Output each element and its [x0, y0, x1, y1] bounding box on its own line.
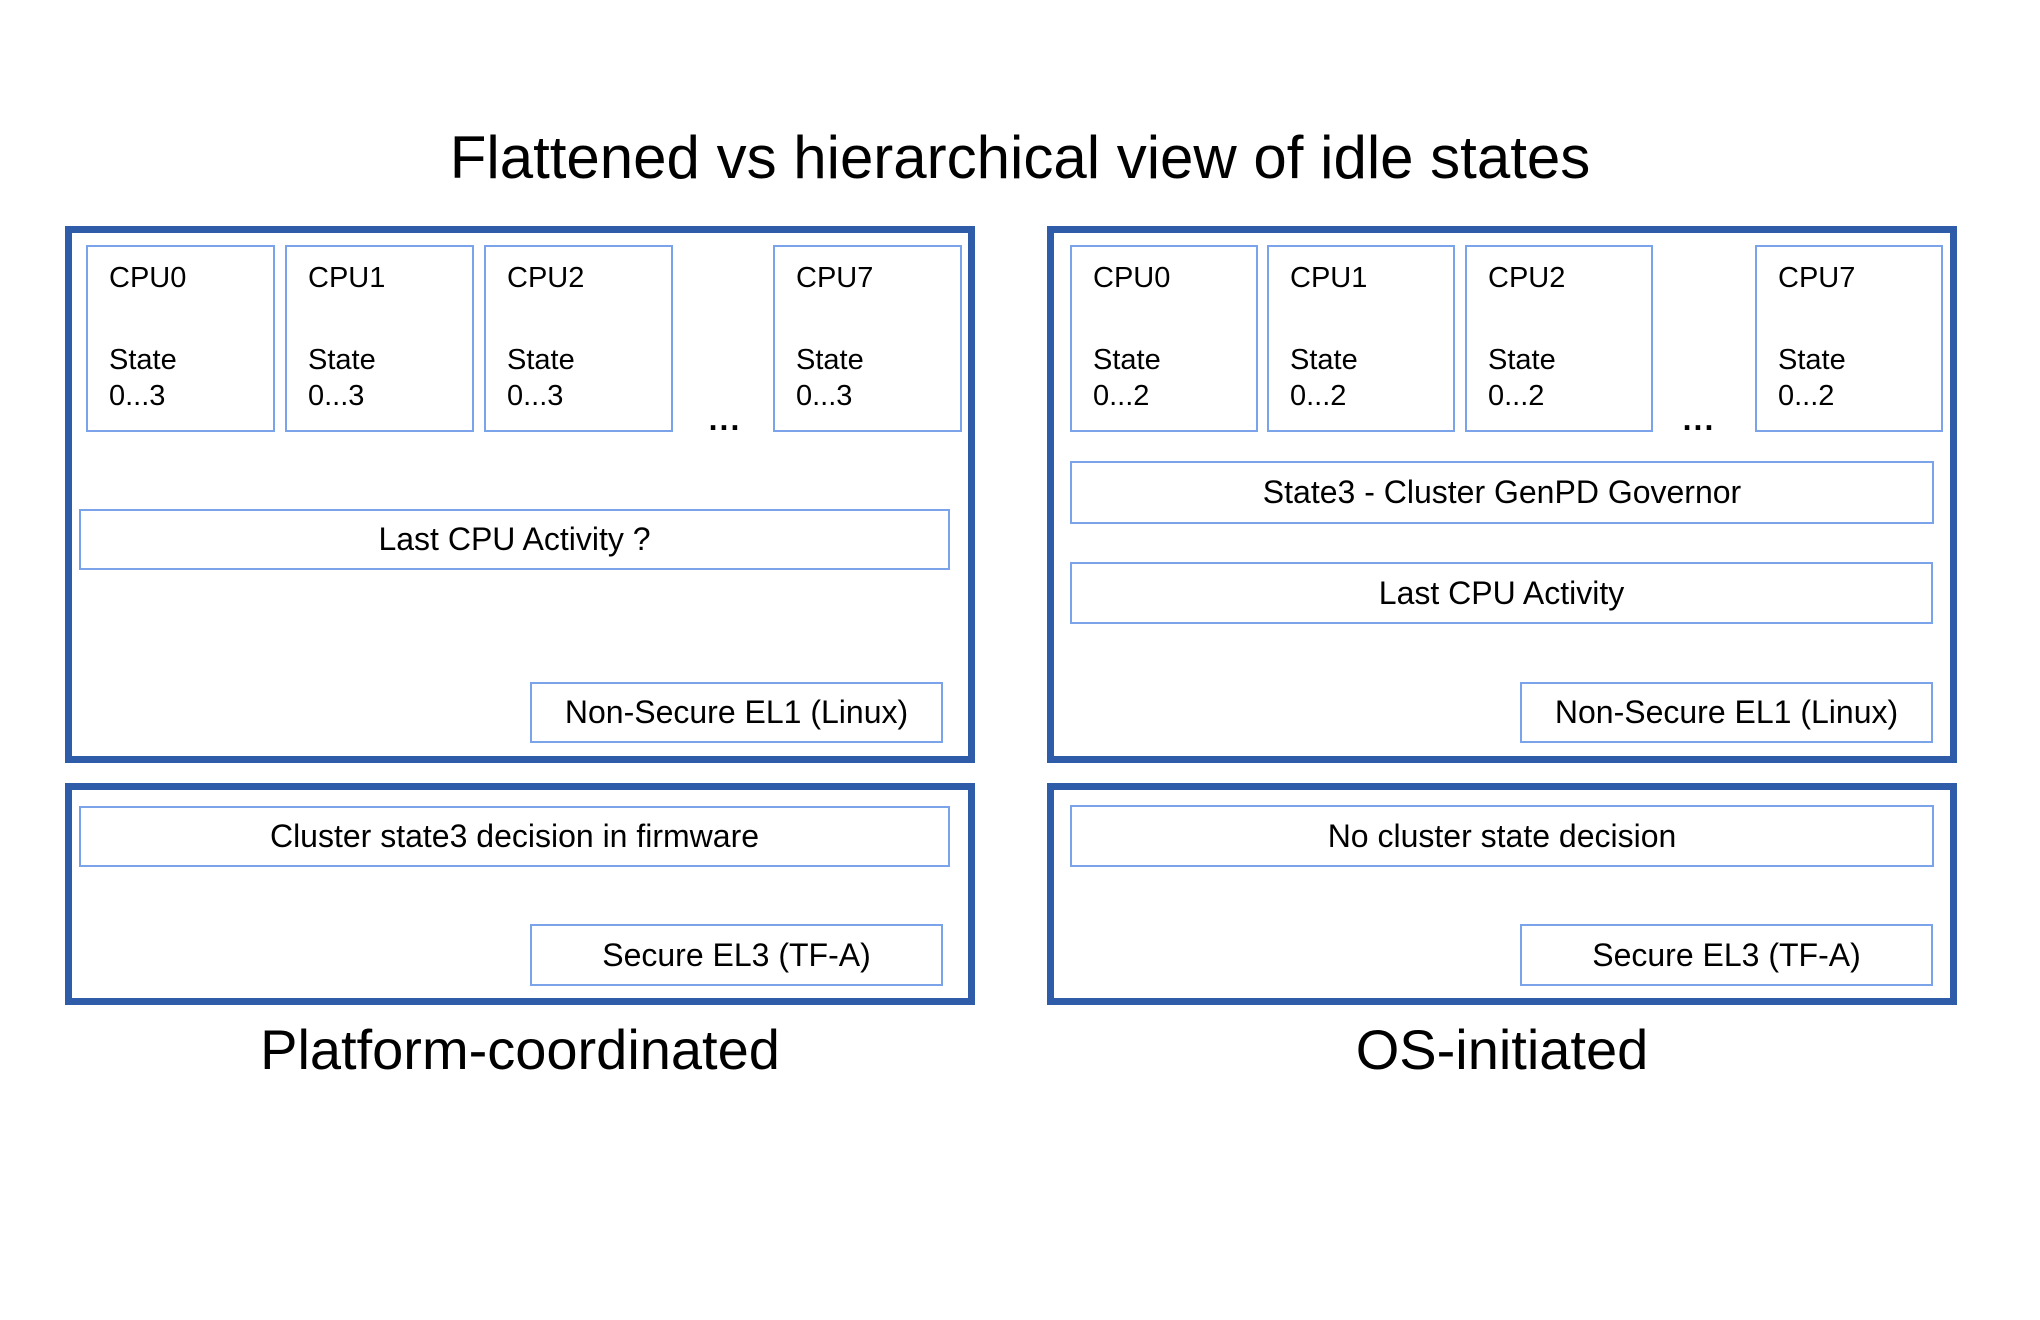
secure-el3-box: Secure EL3 (TF-A): [1520, 924, 1933, 986]
cpu-state: State 0...3: [507, 344, 575, 412]
cluster-decision-box: Cluster state3 decision in firmware: [79, 806, 950, 867]
cpu-name: CPU1: [1290, 262, 1368, 294]
page-title: Flattened vs hierarchical view of idle s…: [449, 124, 1591, 191]
cpu-state: State 0...3: [796, 344, 864, 412]
last-cpu-activity-box: Last CPU Activity: [1070, 562, 1933, 624]
cpu-ellipsis: ...: [708, 401, 742, 437]
cpu-state: State 0...2: [1093, 344, 1161, 412]
cpu-state: State 0...2: [1778, 344, 1846, 412]
last-cpu-activity-box: Last CPU Activity ?: [79, 509, 950, 570]
non-secure-el1-box: Non-Secure EL1 (Linux): [530, 682, 943, 743]
cpu-box: CPU2 State 0...2: [1465, 245, 1653, 432]
caption-platform-coordinated: Platform-coordinated: [260, 1018, 780, 1081]
cpu-name: CPU1: [308, 262, 386, 294]
cpu-box: CPU0 State 0...2: [1070, 245, 1258, 432]
cpu-box: CPU7 State 0...3: [773, 245, 962, 432]
os-initiated-linux-panel: CPU0 State 0...2 CPU1 State 0...2 CPU2 S…: [1047, 226, 1957, 763]
cpu-box: CPU0 State 0...3: [86, 245, 275, 432]
cpu-name: CPU2: [507, 262, 585, 294]
platform-coordinated-linux-panel: CPU0 State 0...3 CPU1 State 0...3 CPU2 S…: [65, 226, 975, 763]
cpu-name: CPU0: [1093, 262, 1171, 294]
cpu-state: State 0...3: [308, 344, 376, 412]
cpu-name: CPU7: [796, 262, 874, 294]
cpu-name: CPU2: [1488, 262, 1566, 294]
cpu-box: CPU7 State 0...2: [1755, 245, 1943, 432]
cpu-box: CPU1 State 0...2: [1267, 245, 1455, 432]
no-cluster-decision-box: No cluster state decision: [1070, 805, 1934, 867]
cpu-name: CPU7: [1778, 262, 1856, 294]
cpu-name: CPU0: [109, 262, 187, 294]
cpu-state: State 0...3: [109, 344, 177, 412]
cluster-governor-box: State3 - Cluster GenPD Governor: [1070, 461, 1934, 524]
cpu-state: State 0...2: [1290, 344, 1358, 412]
caption-os-initiated: OS-initiated: [1355, 1018, 1649, 1081]
cpu-ellipsis: ...: [1682, 401, 1716, 437]
secure-el3-box: Secure EL3 (TF-A): [530, 924, 943, 986]
cpu-box: CPU2 State 0...3: [484, 245, 673, 432]
platform-coordinated-firmware-panel: Cluster state3 decision in firmware Secu…: [65, 783, 975, 1005]
non-secure-el1-box: Non-Secure EL1 (Linux): [1520, 682, 1933, 743]
os-initiated-firmware-panel: No cluster state decision Secure EL3 (TF…: [1047, 783, 1957, 1005]
cpu-box: CPU1 State 0...3: [285, 245, 474, 432]
cpu-state: State 0...2: [1488, 344, 1556, 412]
